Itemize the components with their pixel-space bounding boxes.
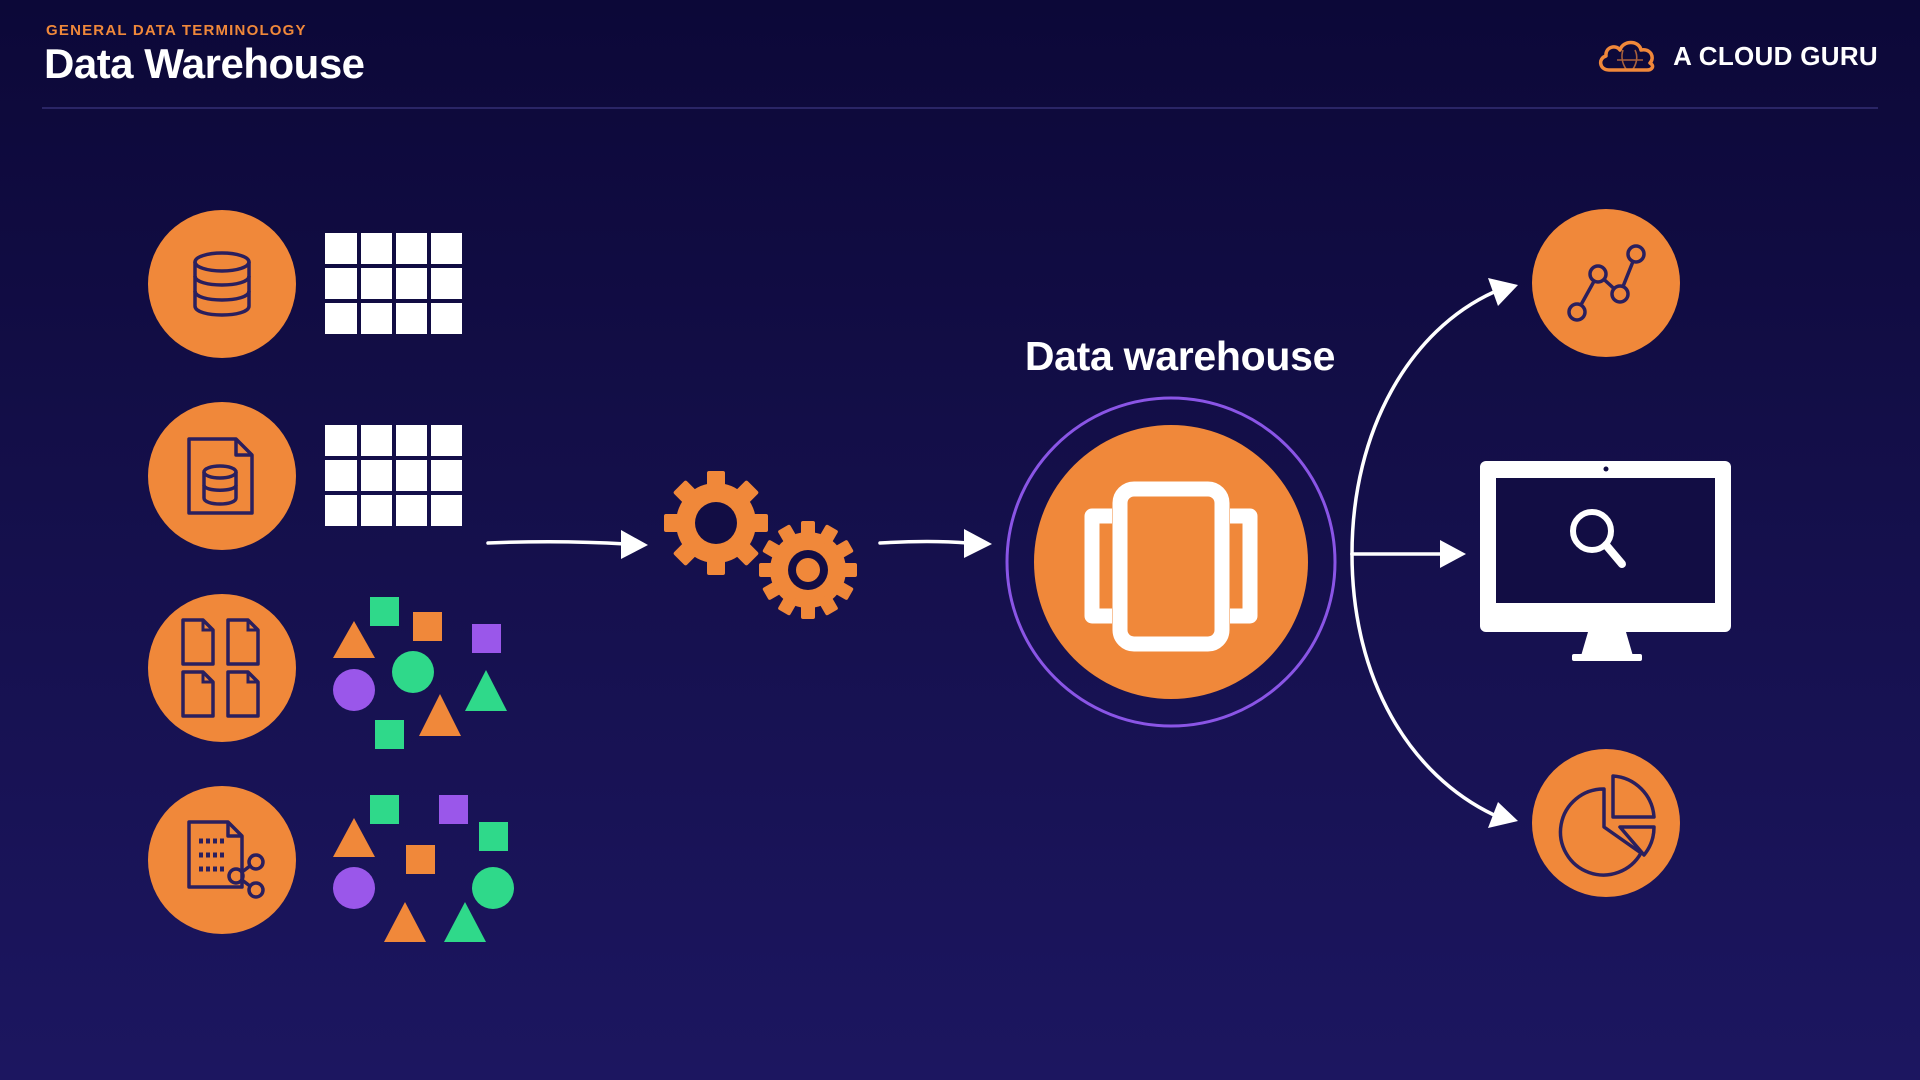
pie-chart-icon [1558, 774, 1656, 877]
unstructured-shapes-icon [333, 795, 514, 942]
warehouse-label: Data warehouse [1024, 333, 1336, 379]
structured-table-icon [325, 233, 462, 334]
output-line-chart [1532, 209, 1680, 357]
source-document-database [148, 402, 462, 550]
line-chart-icon [1567, 244, 1646, 322]
source-file-share [148, 786, 514, 942]
structured-table-icon [325, 425, 462, 526]
source-documents [148, 594, 507, 749]
gears-icon [664, 471, 857, 619]
monitor-search-icon [1480, 461, 1731, 661]
unstructured-shapes-icon [333, 597, 507, 749]
output-pie-chart [1532, 749, 1680, 897]
eyebrow-text: GENERAL DATA TERMINOLOGY [46, 22, 307, 39]
brand-logo: A CLOUD GURU [1595, 36, 1878, 76]
page-title: Data Warehouse [44, 40, 365, 87]
document-database-icon [187, 437, 254, 515]
warehouse-icon [1005, 396, 1337, 728]
database-icon [193, 251, 251, 317]
output-arrows [1350, 290, 1496, 817]
file-share-icon [187, 820, 265, 899]
arrow-to-processing [486, 530, 648, 559]
header-divider [42, 107, 1878, 109]
brand-name: A CLOUD GURU [1673, 40, 1878, 71]
source-database [148, 210, 462, 358]
arrow-to-warehouse [878, 529, 992, 558]
cloud-logo-icon [1599, 40, 1655, 72]
